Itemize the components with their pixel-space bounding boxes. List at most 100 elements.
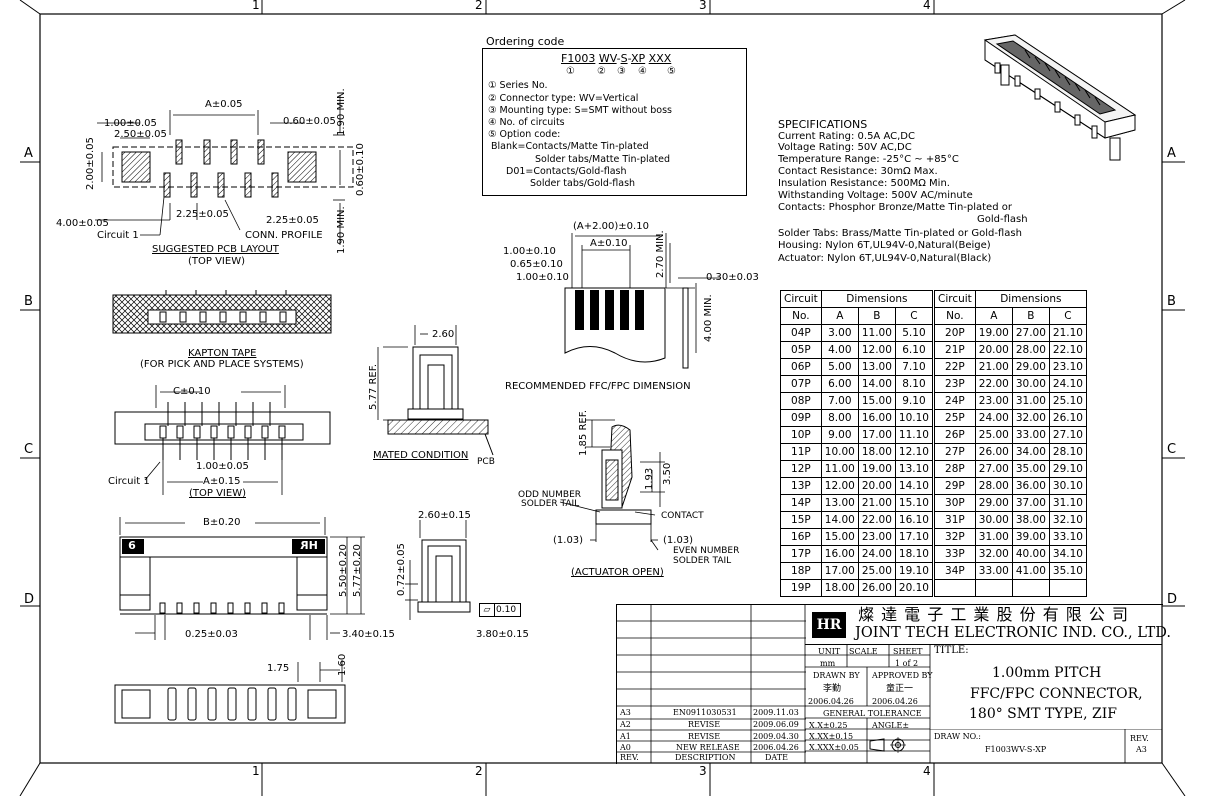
act-dim-5: (1.03) bbox=[663, 535, 694, 546]
top-circuit-label: Circuit 1 bbox=[108, 476, 150, 487]
table-cell: 33.10 bbox=[1048, 528, 1087, 546]
rev-row-1-desc: EN0911030531 bbox=[673, 708, 737, 717]
title-line-3: 180° SMT TYPE, ZIF bbox=[969, 706, 1117, 722]
table-cell: 19.00 bbox=[974, 324, 1013, 342]
sheet-label: SHEET bbox=[893, 647, 923, 656]
th-circuit-left: Circuit bbox=[780, 290, 822, 308]
spec-line-7: Contacts: Phosphor Bronze/Matte Tin-plat… bbox=[778, 202, 1012, 213]
table-cell bbox=[974, 579, 1013, 597]
table-cell: 35.00 bbox=[1011, 460, 1050, 478]
ffc-dim-5: 1.00±0.10 bbox=[516, 272, 569, 283]
table-cell: 14.10 bbox=[894, 477, 934, 495]
table-cell: 35.10 bbox=[1048, 562, 1087, 580]
table-cell: 12.00 bbox=[857, 341, 896, 359]
table-cell: 20.10 bbox=[894, 579, 934, 597]
rev-row-3-date: 2009.04.30 bbox=[753, 732, 799, 741]
tolerance-2: X.XX±0.15 bbox=[809, 732, 854, 741]
pcb-dim-6: 2.25±0.05 bbox=[176, 209, 229, 220]
act-title: (ACTUATOR OPEN) bbox=[571, 567, 664, 578]
table-cell: 4.00 bbox=[820, 341, 859, 359]
table-cell: 19.00 bbox=[857, 460, 896, 478]
company-logo: HR bbox=[812, 612, 846, 638]
pcb-dim-5: 4.00±0.05 bbox=[56, 218, 109, 229]
spec-line-8: Gold-flash bbox=[977, 214, 1028, 225]
table-cell: 19P bbox=[780, 579, 822, 597]
column-label-2: 2 bbox=[475, 0, 483, 12]
rev-row-1-rev: A3 bbox=[620, 708, 631, 717]
th-c-right: C bbox=[1048, 307, 1087, 325]
front-dim-1: 0.25±0.03 bbox=[185, 629, 238, 640]
table-cell: 12P bbox=[780, 460, 822, 478]
table-cell bbox=[1011, 579, 1050, 597]
table-cell: 26P bbox=[931, 426, 976, 444]
table-cell: 16P bbox=[780, 528, 822, 546]
table-cell: 15.00 bbox=[820, 528, 859, 546]
bottom-dim-1: 1.75 bbox=[267, 663, 290, 674]
front-mark-left: 6 bbox=[128, 539, 136, 552]
table-cell: 26.00 bbox=[857, 579, 896, 597]
row-label-a-right: A bbox=[1167, 146, 1176, 161]
projection-symbol-icon bbox=[869, 737, 906, 753]
connector-isometric-view bbox=[983, 34, 1137, 161]
table-cell: 30P bbox=[931, 494, 976, 512]
table-cell: 19.10 bbox=[894, 562, 934, 580]
table-cell: 38.00 bbox=[1011, 511, 1050, 529]
table-cell: 27.10 bbox=[1048, 426, 1087, 444]
table-cell: 10.00 bbox=[820, 443, 859, 461]
th-a-left: A bbox=[820, 307, 859, 325]
unit-value: mm bbox=[820, 659, 836, 668]
column-label-3-bottom: 3 bbox=[699, 764, 707, 778]
mated-dim-1: 2.60 bbox=[432, 329, 455, 340]
table-cell: 24.00 bbox=[974, 409, 1013, 427]
table-cell: 18.00 bbox=[857, 443, 896, 461]
table-cell: 22.10 bbox=[1048, 341, 1087, 359]
table-cell: 17.00 bbox=[857, 426, 896, 444]
table-cell: 27.00 bbox=[974, 460, 1013, 478]
table-cell: 21.00 bbox=[974, 358, 1013, 376]
spec-line-10: Housing: Nylon 6T,UL94V-0,Natural(Beige) bbox=[778, 240, 991, 251]
table-cell: 16.00 bbox=[820, 545, 859, 563]
table-cell: 11.00 bbox=[857, 324, 896, 342]
rev-row-1-date: 2009.11.03 bbox=[753, 708, 799, 717]
table-cell: 9.10 bbox=[894, 392, 934, 410]
ffc-dim-4: 0.65±0.10 bbox=[510, 259, 563, 270]
front-dim-2: 3.40±0.15 bbox=[342, 629, 395, 640]
pcb-circuit-label: Circuit 1 bbox=[97, 230, 139, 241]
revision-label: REV. bbox=[1130, 734, 1149, 743]
table-cell: 09P bbox=[780, 409, 822, 427]
top-dim-a: A±0.15 bbox=[203, 476, 241, 487]
table-cell: 13.00 bbox=[820, 494, 859, 512]
code-dash-2: - bbox=[627, 52, 631, 65]
top-view-label: (TOP VIEW) bbox=[189, 488, 246, 499]
drawn-by-label: DRAWN BY bbox=[813, 671, 860, 680]
top-dim-1: 1.00±0.05 bbox=[196, 461, 249, 472]
ffc-dim-2: A±0.10 bbox=[590, 238, 628, 249]
drawing-number: F1003WV-S-XP bbox=[985, 745, 1047, 754]
pcb-subtitle: (TOP VIEW) bbox=[188, 256, 245, 267]
table-cell bbox=[931, 579, 976, 597]
table-cell: 7.10 bbox=[894, 358, 934, 376]
title-line-1: 1.00mm PITCH bbox=[992, 665, 1102, 681]
approved-by-name: 童正一 bbox=[886, 684, 914, 694]
company-name-en: JOINT TECH ELECTRONIC IND. CO., LTD. bbox=[855, 625, 1172, 641]
table-cell: 32P bbox=[931, 528, 976, 546]
act-contact-label: CONTACT bbox=[661, 511, 704, 521]
table-cell: 14.00 bbox=[820, 511, 859, 529]
rev-row-3-rev: A1 bbox=[620, 732, 631, 741]
table-cell: 11.00 bbox=[820, 460, 859, 478]
table-cell: 10.10 bbox=[894, 409, 934, 427]
table-cell: 36.00 bbox=[1011, 477, 1050, 495]
table-cell: 08P bbox=[780, 392, 822, 410]
table-cell: 17.00 bbox=[820, 562, 859, 580]
table-cell: 40.00 bbox=[1011, 545, 1050, 563]
ordering-item-7: Solder tabs/Matte Tin-plated bbox=[535, 154, 671, 165]
table-cell: 12.00 bbox=[820, 477, 859, 495]
rev-row-2-date: 2009.06.09 bbox=[753, 720, 799, 729]
code-dash-1: - bbox=[616, 52, 621, 65]
ordering-item-6: Blank=Contacts/Matte Tin-plated bbox=[491, 141, 649, 152]
ordering-box bbox=[482, 48, 747, 196]
